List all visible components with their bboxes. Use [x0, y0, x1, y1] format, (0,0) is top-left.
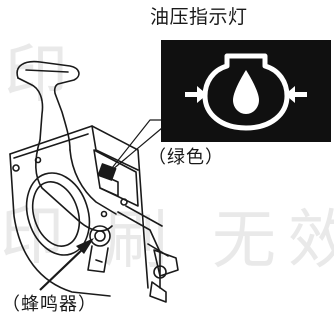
arrow-right-icon [185, 86, 207, 103]
buzzer-knob [89, 225, 111, 247]
buzzer-arrow [39, 238, 94, 291]
watermark-char-3: 印 [0, 200, 64, 274]
oil-pressure-lamp-icon [202, 53, 290, 131]
watermark-char-5: 无 [212, 204, 276, 278]
watermark-char-6: 效 [288, 204, 334, 278]
key-switch [153, 249, 179, 277]
leader-line [111, 119, 163, 169]
control-housing [9, 125, 149, 289]
buzzer-label: （蜂鸣器） [2, 294, 97, 315]
housing-lamp-window [97, 163, 117, 181]
lever-hub [25, 172, 91, 256]
oil-drop-icon [233, 70, 259, 114]
oil-pressure-lamp-title: 油压指示灯 [150, 6, 248, 28]
oil-pressure-lamp-panel [161, 40, 331, 142]
arrow-left-icon [285, 86, 307, 103]
lever-grip [16, 60, 80, 151]
lamp-color-label: （绿色） [148, 147, 224, 168]
